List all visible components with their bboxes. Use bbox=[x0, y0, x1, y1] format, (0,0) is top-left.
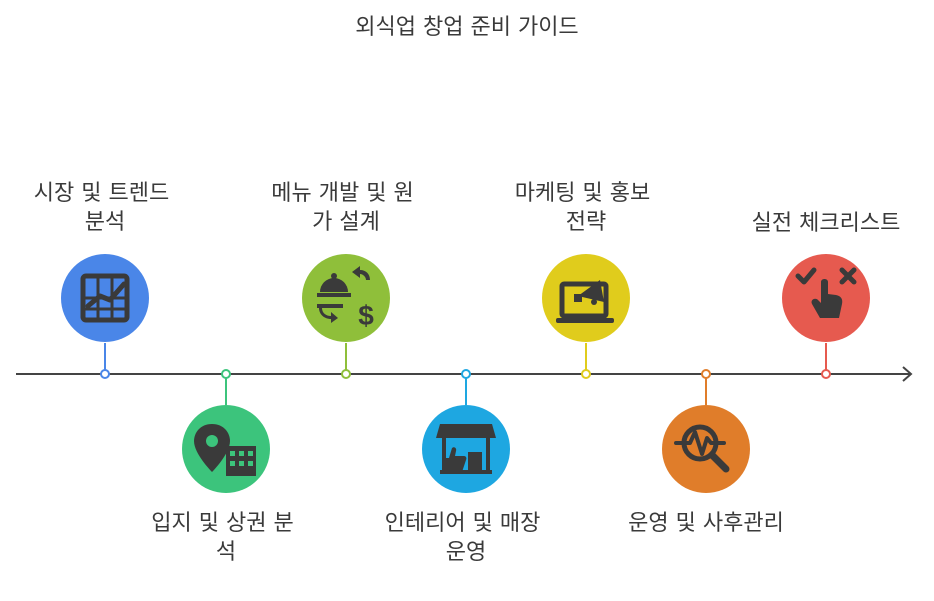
storefront-thumbs-up-icon bbox=[436, 424, 496, 474]
step-2-marker bbox=[221, 369, 231, 379]
step-3-badge bbox=[302, 254, 390, 342]
step-7: 실전 체크리스트 bbox=[752, 211, 901, 379]
step-3: $ 메뉴 개발 및 원 가 설계 bbox=[271, 181, 420, 379]
step-4-label: 인테리어 및 매장 운영 bbox=[385, 511, 548, 565]
step-7-marker bbox=[821, 369, 831, 379]
cloche-dollar-icon: $ bbox=[317, 266, 374, 331]
step-6-badge bbox=[662, 405, 750, 493]
hand-check-cross-icon bbox=[795, 267, 857, 318]
step-1-marker bbox=[100, 369, 110, 379]
step-3-label: 메뉴 개발 및 원 가 설계 bbox=[271, 181, 420, 235]
step-2-label: 입지 및 상권 분 석 bbox=[151, 511, 300, 565]
step-1: 시장 및 트렌드 분석 bbox=[34, 181, 176, 379]
diagram-title: 외식업 창업 준비 가이드 bbox=[355, 15, 578, 40]
step-4: 인테리어 및 매장 운영 bbox=[385, 369, 548, 565]
magnifier-pulse-icon bbox=[674, 424, 730, 473]
step-5-label: 마케팅 및 홍보 전략 bbox=[515, 181, 657, 235]
step-6: 운영 및 사후관리 bbox=[628, 369, 784, 536]
step-5-badge bbox=[542, 254, 630, 342]
step-6-label: 운영 및 사후관리 bbox=[628, 511, 784, 536]
location-building-icon bbox=[194, 424, 256, 476]
step-4-badge bbox=[422, 405, 510, 493]
laptop-megaphone-icon bbox=[556, 280, 614, 323]
timeline-arrowhead bbox=[902, 366, 913, 382]
chart-grid-icon bbox=[80, 273, 130, 323]
step-5: 마케팅 및 홍보 전략 bbox=[515, 181, 657, 379]
step-6-marker bbox=[701, 369, 711, 379]
step-5-marker bbox=[581, 369, 591, 379]
step-4-marker bbox=[461, 369, 471, 379]
step-2: 입지 및 상권 분 석 bbox=[151, 369, 300, 565]
step-3-marker bbox=[341, 369, 351, 379]
svg-text:$: $ bbox=[358, 300, 374, 331]
step-1-label: 시장 및 트렌드 분석 bbox=[34, 181, 176, 235]
step-7-label: 실전 체크리스트 bbox=[752, 211, 901, 236]
